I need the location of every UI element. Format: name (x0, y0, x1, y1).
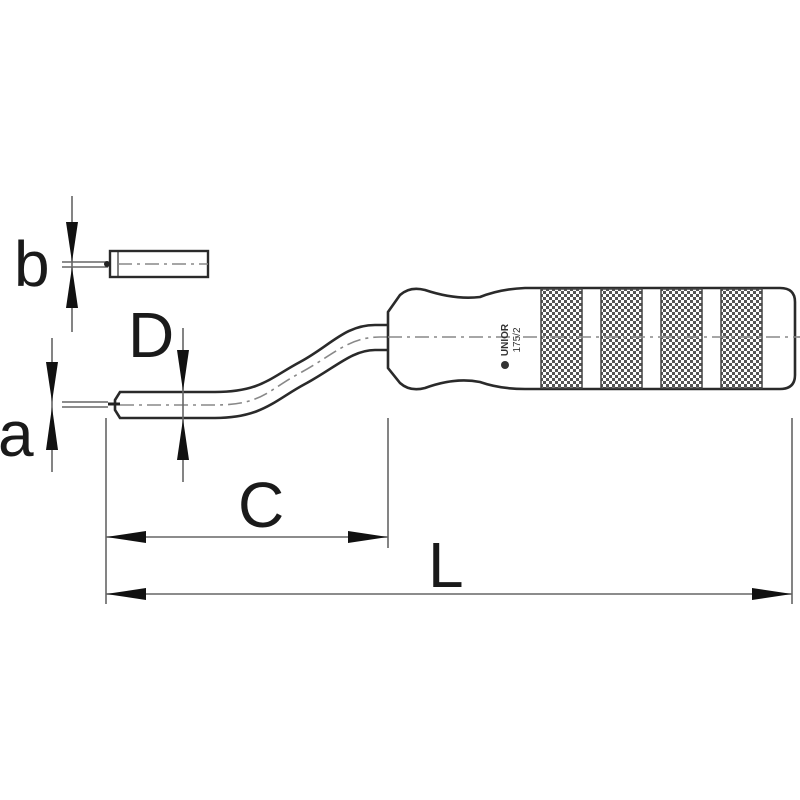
dimension-b (66, 196, 78, 332)
label-d: D (128, 299, 174, 371)
label-c: C (238, 469, 284, 541)
knurled-grip-bands (540, 288, 763, 389)
dimension-d (177, 328, 189, 482)
model-number: 175/2 (512, 327, 523, 352)
logo-icon (501, 361, 509, 369)
tool-handle: UNIOR 175/2 (386, 286, 800, 391)
logo-text: UNIOR (500, 323, 511, 356)
dimension-l (106, 588, 792, 600)
dimension-c (106, 531, 388, 543)
label-b: b (14, 228, 50, 300)
detail-b-tip (62, 249, 210, 279)
label-l: L (428, 529, 464, 601)
dimension-a (46, 338, 58, 472)
handle-marking: UNIOR 175/2 (500, 323, 523, 356)
label-a: a (0, 398, 34, 470)
